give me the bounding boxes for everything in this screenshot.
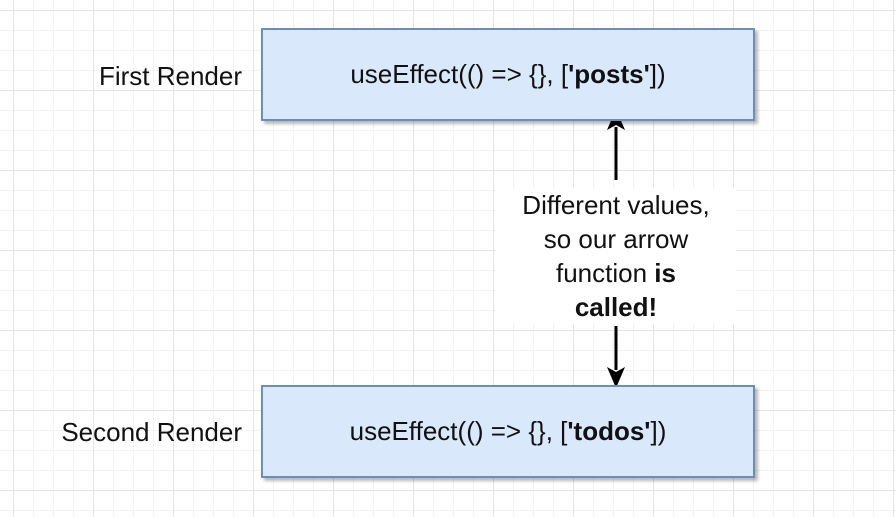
- first-render-box: useEffect(() => {}, ['posts']): [261, 28, 755, 121]
- note-line-3-bold: is: [654, 258, 676, 288]
- arrowhead-down-icon: [607, 367, 625, 388]
- note-line-3-plain: function: [556, 258, 655, 288]
- first-code-prefix: useEffect(() => {}, [: [350, 59, 569, 89]
- second-code-suffix: ]): [650, 416, 667, 446]
- second-code-value: 'todos': [567, 416, 651, 446]
- note-line-3: function is: [496, 256, 736, 290]
- first-code-value: 'posts': [568, 59, 650, 89]
- first-render-label: First Render: [98, 61, 242, 91]
- second-render-label: Second Render: [61, 417, 242, 447]
- note-line-1: Different values,: [522, 190, 710, 220]
- note-line-4-bold: called!: [574, 292, 658, 322]
- second-render-box: useEffect(() => {}, ['todos']): [261, 385, 755, 478]
- note-line-2: so our arrow: [543, 224, 689, 254]
- difference-note: Different values, so our arrow function …: [496, 188, 736, 324]
- second-code-prefix: useEffect(() => {}, [: [349, 416, 568, 446]
- note-line-4: called!: [496, 290, 736, 324]
- first-code-suffix: ]): [649, 59, 666, 89]
